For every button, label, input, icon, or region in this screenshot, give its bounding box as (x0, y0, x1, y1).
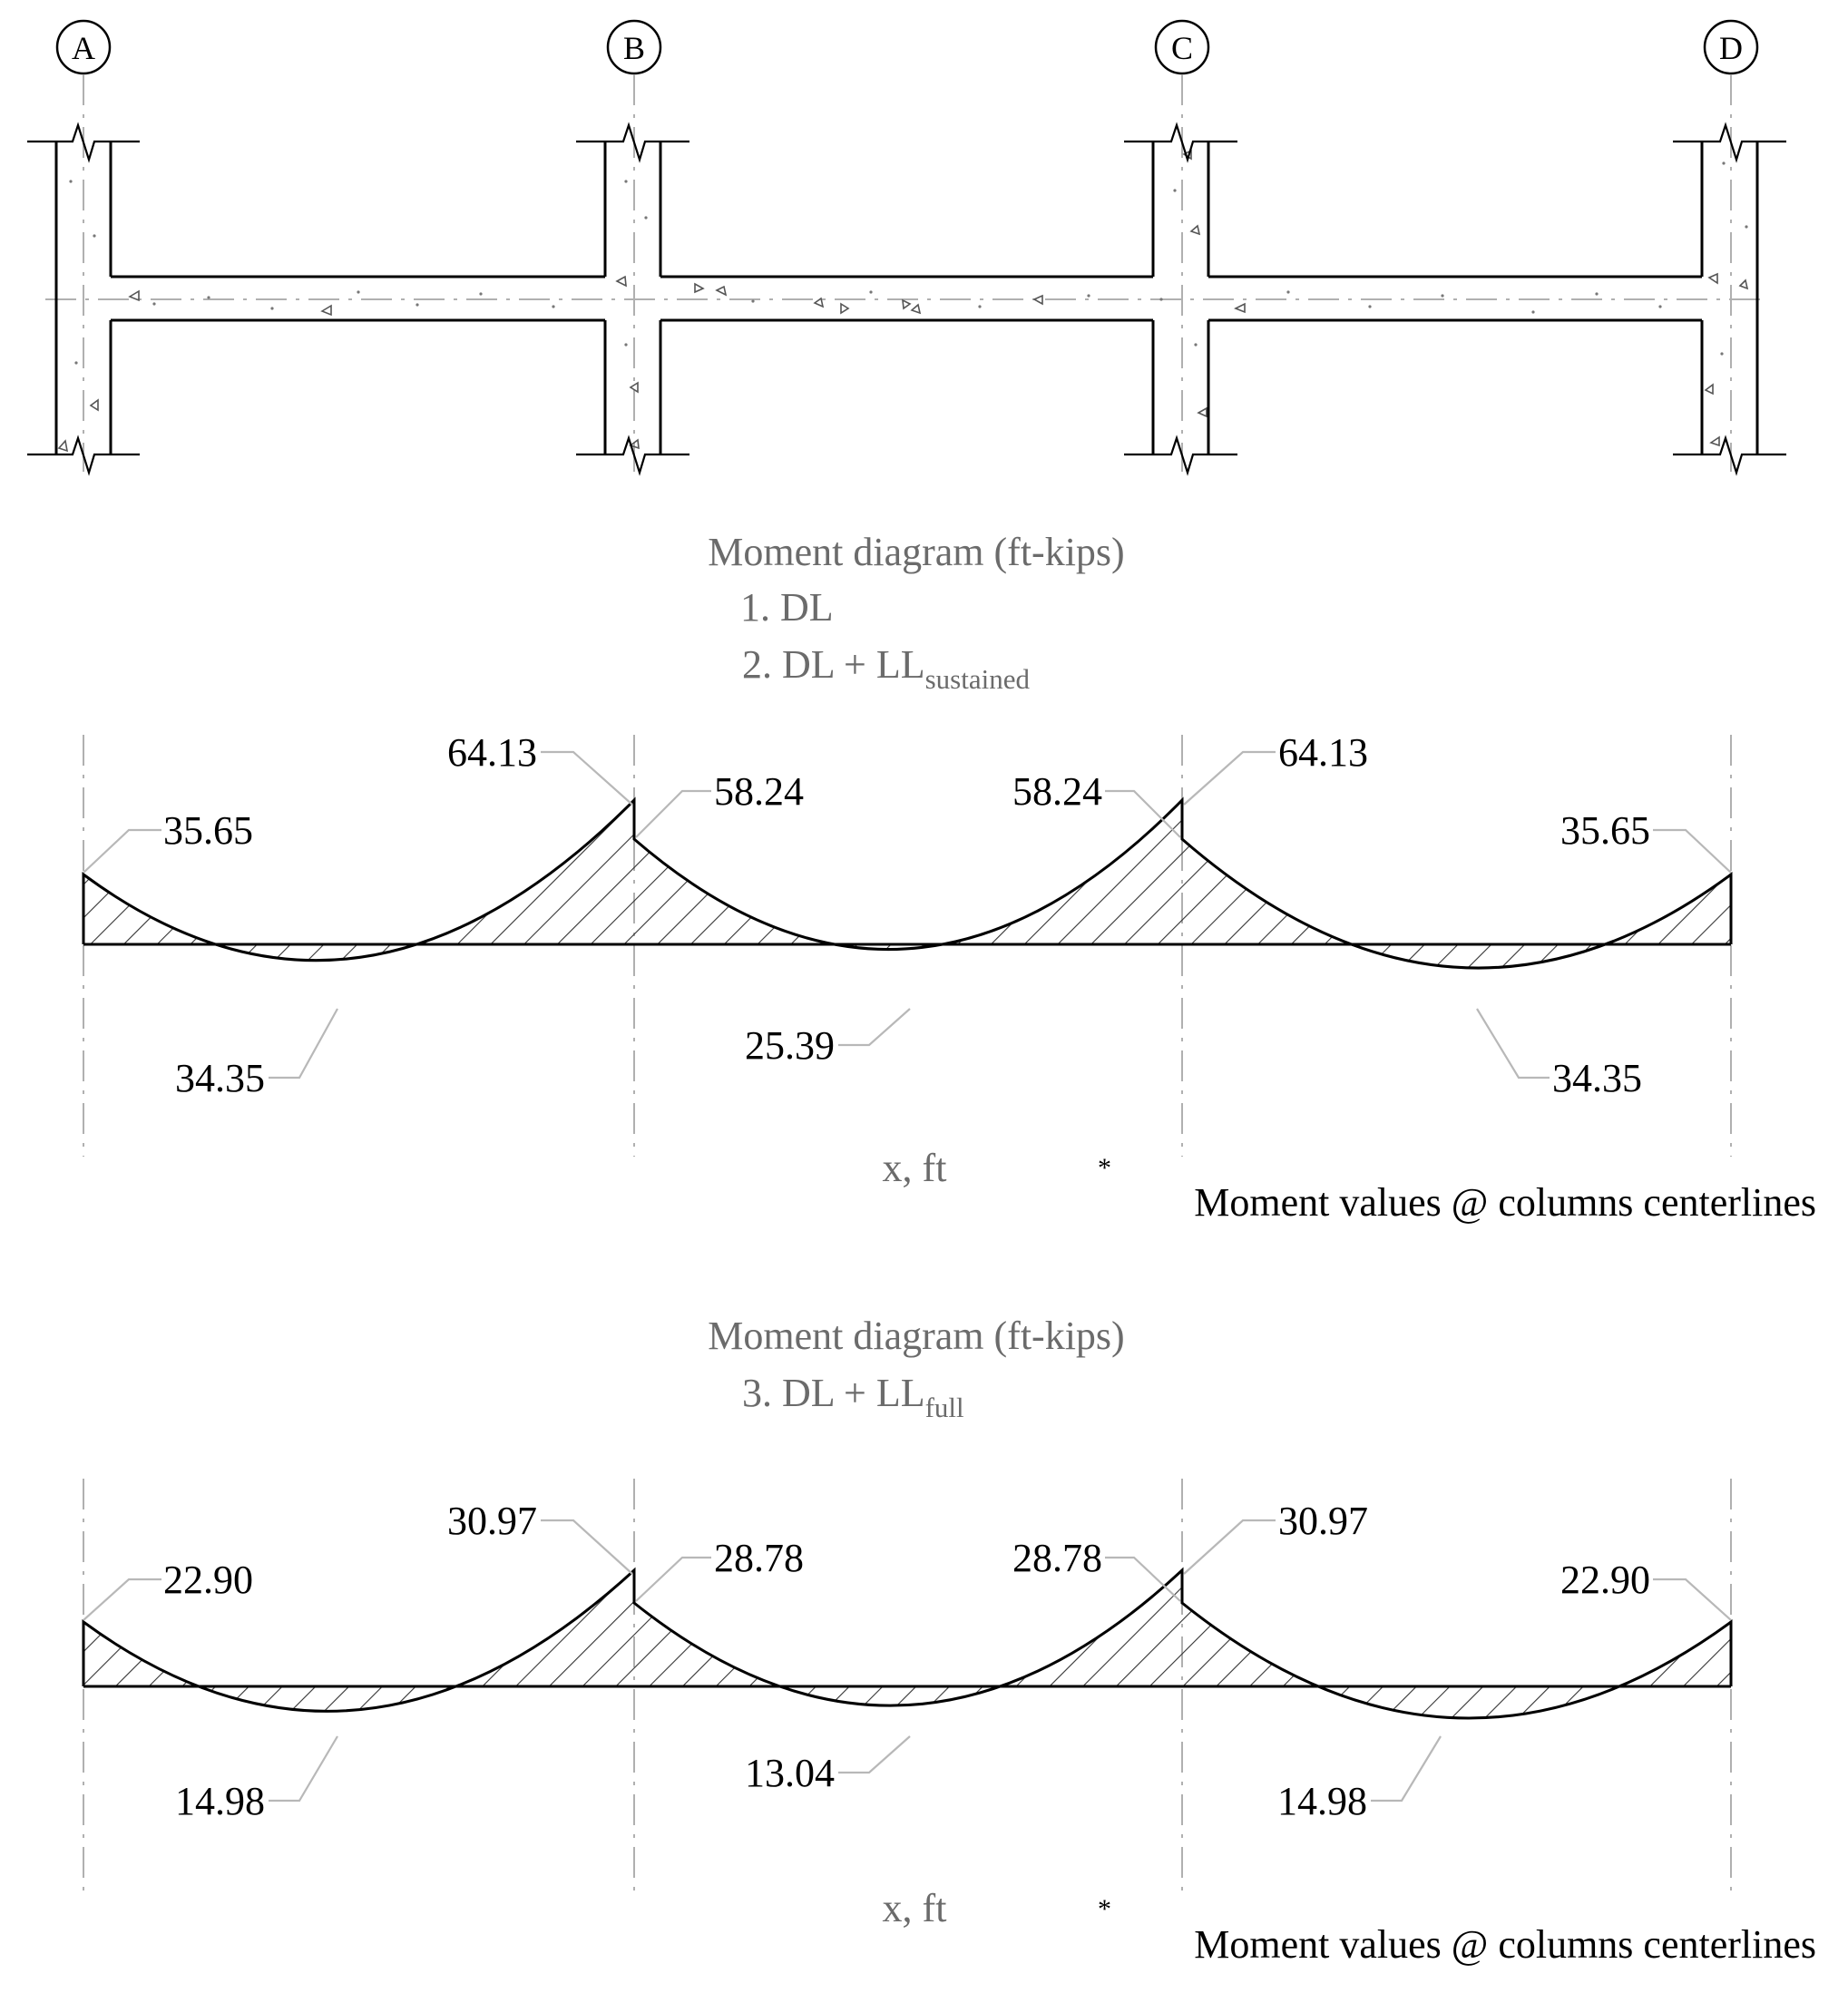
grid-label-a: A (72, 30, 95, 66)
concrete-texture (57, 149, 1749, 453)
diagram-2-value-span-bc: 13.04 (745, 1751, 835, 1795)
diagram-1-hatch-area (83, 800, 1731, 969)
diagram-2-value-b-right: 28.78 (714, 1536, 804, 1580)
diagram-1-leader-a (83, 828, 161, 874)
diagram-2-leader-a (83, 1578, 161, 1621)
diagram-2-x-axis-label: x, ft (883, 1886, 947, 1930)
diagram-2-note: Moment values @ columns centerlines (1194, 1922, 1816, 1967)
diagram-1-leader-b-right (635, 789, 711, 838)
moment-diagram-2: 22.90 30.97 28.78 28.78 30.97 22.90 14.9… (82, 1479, 1816, 1967)
diagram-2-header: Moment diagram (ft-kips) 3. DL + LLfull (708, 1314, 1124, 1423)
grid-label-d: D (1719, 30, 1743, 66)
diagram-2-value-d: 22.90 (1560, 1558, 1650, 1602)
diagram-1-header: Moment diagram (ft-kips) 1. DL 2. DL + L… (708, 530, 1124, 695)
grid-bubble-b: B (606, 19, 662, 75)
diagram-2-leader-c-right (1183, 1519, 1276, 1575)
diagram-1-note-asterisk: * (1098, 1153, 1111, 1183)
diagram-2-title: Moment diagram (ft-kips) (708, 1314, 1124, 1358)
diagram-1-value-span-bc: 25.39 (745, 1023, 835, 1068)
diagram-2-value-a: 22.90 (163, 1558, 253, 1602)
diagram-1-leader-b-left (541, 750, 633, 806)
diagram-2-leader-span-cd (1371, 1735, 1442, 1802)
diagram-1-value-span-ab: 34.35 (175, 1056, 265, 1100)
grid-bubble-a: A (55, 19, 112, 75)
diagram-1-title: Moment diagram (ft-kips) (708, 530, 1124, 574)
diagram-2-moment-curve (82, 1567, 1733, 1720)
diagram-1-leader-span-cd (1476, 1008, 1550, 1080)
frame-outline (54, 142, 1759, 454)
diagram-1-value-span-cd: 34.35 (1552, 1056, 1642, 1100)
diagram-1-leader-c-right (1183, 750, 1276, 806)
moment-diagram-1: 35.65 64.13 58.24 58.24 64.13 35.65 34.3… (82, 730, 1816, 1225)
grid-bubble-d: D (1703, 19, 1759, 75)
diagram-1-case-2-subscript: sustained (925, 663, 1031, 695)
diagram-2-case-3: 3. DL + LLfull (742, 1371, 964, 1423)
diagram-1-leader-d (1653, 828, 1732, 874)
diagram-2-leader-b-left (541, 1519, 633, 1575)
diagram-2-leader-c-left (1105, 1556, 1181, 1602)
diagram-2-value-span-cd: 14.98 (1277, 1779, 1367, 1823)
diagram-1-leader-span-bc (838, 1008, 911, 1047)
grid-label-c: C (1171, 30, 1193, 66)
diagram-1-note: Moment values @ columns centerlines (1194, 1180, 1816, 1225)
diagram-1-moment-curve (82, 796, 1733, 970)
diagram-2-leader-d (1653, 1578, 1732, 1621)
diagram-1-value-a: 35.65 (163, 808, 253, 853)
grid-label-b: B (623, 30, 645, 66)
diagram-1-value-b-left: 64.13 (447, 730, 537, 775)
concrete-dots (69, 161, 1748, 365)
diagram-2-value-b-left: 30.97 (447, 1499, 537, 1543)
diagram-2-hatch-area (83, 1570, 1731, 1718)
diagram-2-leader-b-right (635, 1556, 711, 1602)
diagram-1-leader-c-left (1105, 789, 1181, 838)
break-lines (27, 122, 1786, 476)
diagram-2-case-3-subscript: full (925, 1392, 964, 1423)
diagram-1-value-d: 35.65 (1560, 808, 1650, 853)
diagram-1-x-axis-label: x, ft (883, 1146, 947, 1190)
diagram-2-note-asterisk: * (1098, 1894, 1111, 1924)
diagram-1-value-c-right: 64.13 (1278, 730, 1368, 775)
diagram-2-value-span-ab: 14.98 (175, 1779, 265, 1823)
diagram-1-value-b-right: 58.24 (714, 769, 804, 814)
grid-bubble-c: C (1154, 19, 1210, 75)
diagram-2-value-c-right: 30.97 (1278, 1499, 1368, 1543)
diagram-1-case-2: 2. DL + LLsustained (742, 642, 1030, 695)
diagram-1-case-1: 1. DL (740, 585, 834, 630)
diagram-1-value-c-left: 58.24 (1012, 769, 1102, 814)
diagram-2-leader-span-bc (838, 1735, 911, 1774)
frame-elevation: A B C D (27, 19, 1786, 476)
diagram-1-leader-span-ab (269, 1008, 338, 1080)
diagram-2-value-c-left: 28.78 (1012, 1536, 1102, 1580)
diagram-2-leader-span-ab (269, 1735, 338, 1802)
